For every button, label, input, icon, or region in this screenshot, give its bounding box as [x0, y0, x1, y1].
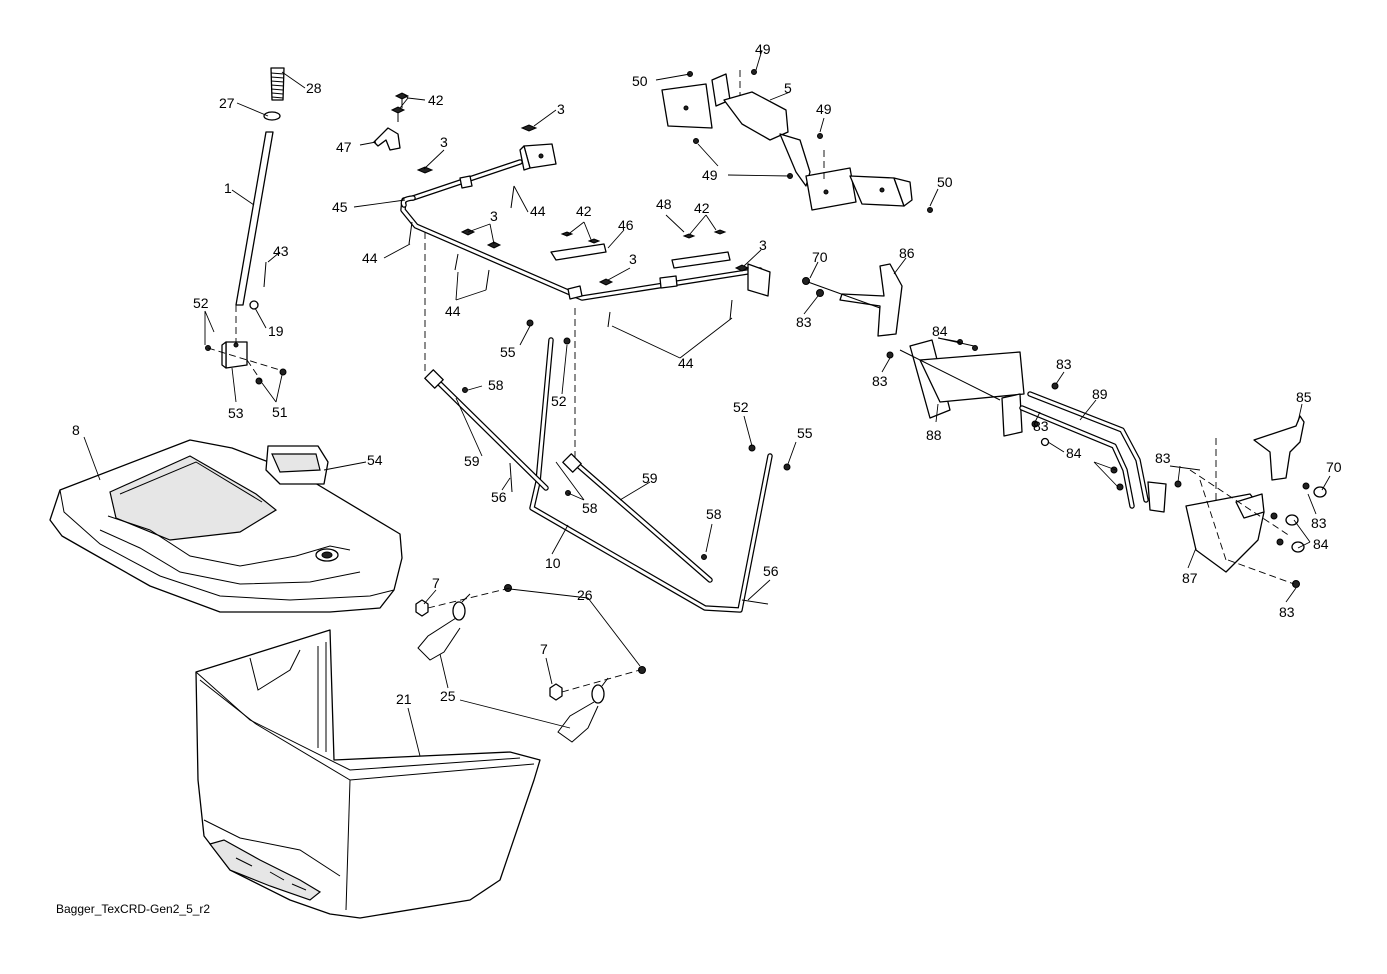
callout-49: 49: [816, 101, 832, 117]
callout-83: 83: [1311, 515, 1327, 531]
callout-86: 86: [899, 245, 915, 261]
callout-55: 55: [797, 425, 813, 441]
small-fasteners-lower: [462, 319, 791, 605]
callout-42: 42: [694, 200, 710, 216]
callout-84: 84: [1313, 536, 1329, 552]
callout-48: 48: [656, 196, 672, 212]
part-88-bracket: [886, 339, 1059, 447]
callout-44: 44: [678, 355, 694, 371]
part-19-nut: [249, 300, 259, 310]
callout-85: 85: [1296, 389, 1312, 405]
callout-55: 55: [500, 344, 516, 360]
callout-83: 83: [872, 373, 888, 389]
callout-58: 58: [582, 500, 598, 516]
callout-59: 59: [642, 470, 658, 486]
part-25-spring-left: [415, 584, 512, 661]
callout-59: 59: [464, 453, 480, 469]
callout-7: 7: [540, 641, 548, 657]
callout-3: 3: [759, 237, 767, 253]
callout-45: 45: [332, 199, 348, 215]
callout-83: 83: [1033, 418, 1049, 434]
part-5-control-arm: [661, 69, 933, 213]
callout-42: 42: [576, 203, 592, 219]
callout-54: 54: [367, 452, 383, 468]
callout-52: 52: [733, 399, 749, 415]
leader-lines: [83, 49, 1331, 757]
part-21-grass-bag: [195, 629, 541, 919]
callout-52: 52: [193, 295, 209, 311]
callout-19: 19: [268, 323, 284, 339]
callout-26: 26: [577, 587, 593, 603]
callout-58: 58: [488, 377, 504, 393]
part-27-washer: [263, 111, 281, 121]
callout-49: 49: [702, 167, 718, 183]
part-89-tube: [1019, 391, 1167, 513]
callout-44: 44: [362, 250, 378, 266]
callout-44: 44: [530, 203, 546, 219]
callout-87: 87: [1182, 570, 1198, 586]
part-47-clip: [373, 127, 401, 151]
part-28-grip: [270, 67, 285, 101]
part-87-plate: [1174, 438, 1305, 588]
part-85-bracket: [1253, 415, 1327, 498]
callout-3: 3: [557, 101, 565, 117]
callout-89: 89: [1092, 386, 1108, 402]
callout-49: 49: [755, 41, 771, 57]
frame-fasteners: [390, 92, 750, 328]
callout-21: 21: [396, 691, 412, 707]
callout-5: 5: [784, 80, 792, 96]
callout-3: 3: [629, 251, 637, 267]
part-8-bagger-cover: [49, 439, 403, 613]
callout-1: 1: [224, 180, 232, 196]
diagram-caption: Bagger_TexCRD-Gen2_5_r2: [56, 902, 210, 916]
part-43-pin: [263, 261, 267, 288]
callout-42: 42: [428, 92, 444, 108]
callout-53: 53: [228, 405, 244, 421]
callout-labels: 28 27 1 43 19 52 53 51 42 47 3 3 45 44 4…: [72, 41, 1342, 707]
part-46-plate: [550, 243, 607, 261]
callout-83: 83: [1155, 450, 1171, 466]
part-59-link-right: [562, 453, 713, 583]
callout-84: 84: [1066, 445, 1082, 461]
callout-70: 70: [1326, 459, 1342, 475]
callout-46: 46: [618, 217, 634, 233]
callout-83: 83: [1279, 604, 1295, 620]
callout-43: 43: [273, 243, 289, 259]
callout-25: 25: [440, 688, 456, 704]
callout-10: 10: [545, 555, 561, 571]
callout-27: 27: [219, 95, 235, 111]
callout-56: 56: [763, 563, 779, 579]
callout-88: 88: [926, 427, 942, 443]
dump-handle-assembly: [205, 67, 287, 385]
part-59-link-left: [424, 369, 549, 491]
callout-44: 44: [445, 303, 461, 319]
part-1-rod: [235, 131, 274, 306]
callout-51: 51: [272, 404, 288, 420]
callout-84: 84: [932, 323, 948, 339]
callout-58: 58: [706, 506, 722, 522]
callout-83: 83: [1056, 356, 1072, 372]
part-54-handle: [265, 445, 329, 485]
part-25-spring-right: [549, 666, 646, 743]
callout-50: 50: [632, 73, 648, 89]
callout-8: 8: [72, 422, 80, 438]
callout-83: 83: [796, 314, 812, 330]
part-48-plate: [671, 251, 731, 269]
callout-7: 7: [432, 575, 440, 591]
part-86-bracket: [802, 263, 903, 337]
callout-56: 56: [491, 489, 507, 505]
callout-47: 47: [336, 139, 352, 155]
callout-3: 3: [490, 208, 498, 224]
part-51-bolt-a: [279, 368, 287, 376]
callout-3: 3: [440, 134, 448, 150]
callout-50: 50: [937, 174, 953, 190]
callout-70: 70: [812, 249, 828, 265]
part-10-lower-frame: [529, 337, 773, 613]
part-53-bracket: [221, 341, 248, 369]
callout-28: 28: [306, 80, 322, 96]
callout-52: 52: [551, 393, 567, 409]
